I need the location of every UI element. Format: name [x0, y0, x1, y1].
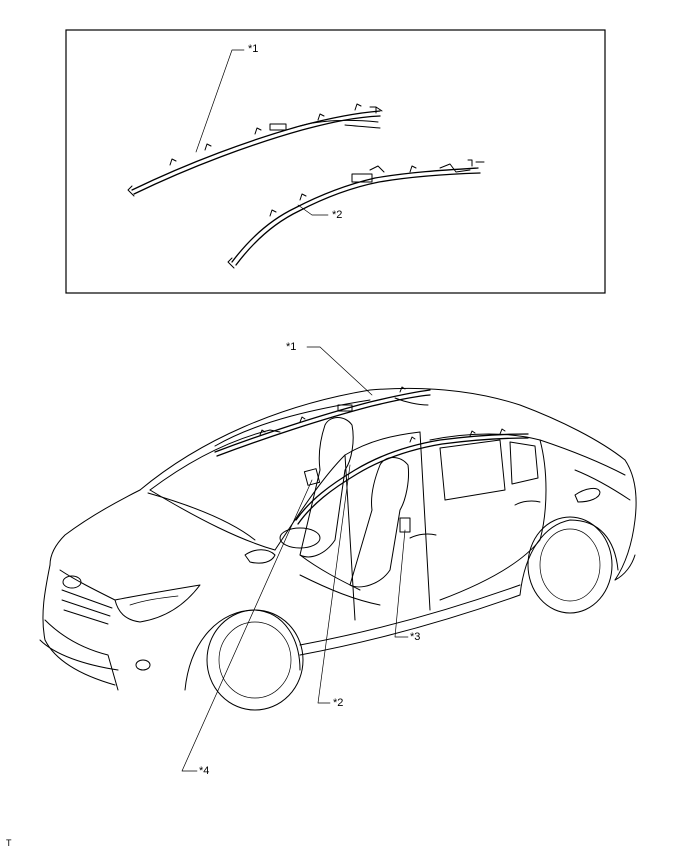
- inset-curtain-airbag-1: [127, 103, 383, 197]
- main-callout-3: *3: [410, 631, 421, 643]
- inset-callout-1: *1: [248, 43, 259, 55]
- main-callout-4: *4: [199, 765, 210, 777]
- inset-callout-2: *2: [332, 209, 343, 221]
- main-curtain-airbag-2: [295, 428, 529, 525]
- main-leader-4: [181, 479, 313, 772]
- main-leader-3: [394, 529, 409, 638]
- main-leader-2: [317, 464, 351, 704]
- car-illustration: [39, 387, 637, 711]
- inset-leader-2: [297, 204, 329, 216]
- diagram-code: T: [6, 838, 12, 848]
- inset-leader-1: [195, 49, 245, 153]
- main-callout-1: *1: [286, 341, 297, 353]
- inset-frame: [65, 29, 606, 294]
- inset-curtain-airbag-2: [227, 159, 485, 269]
- main-curtain-airbag-1: [214, 386, 431, 457]
- main-callout-2: *2: [333, 697, 344, 709]
- main-leader-1: [306, 346, 373, 396]
